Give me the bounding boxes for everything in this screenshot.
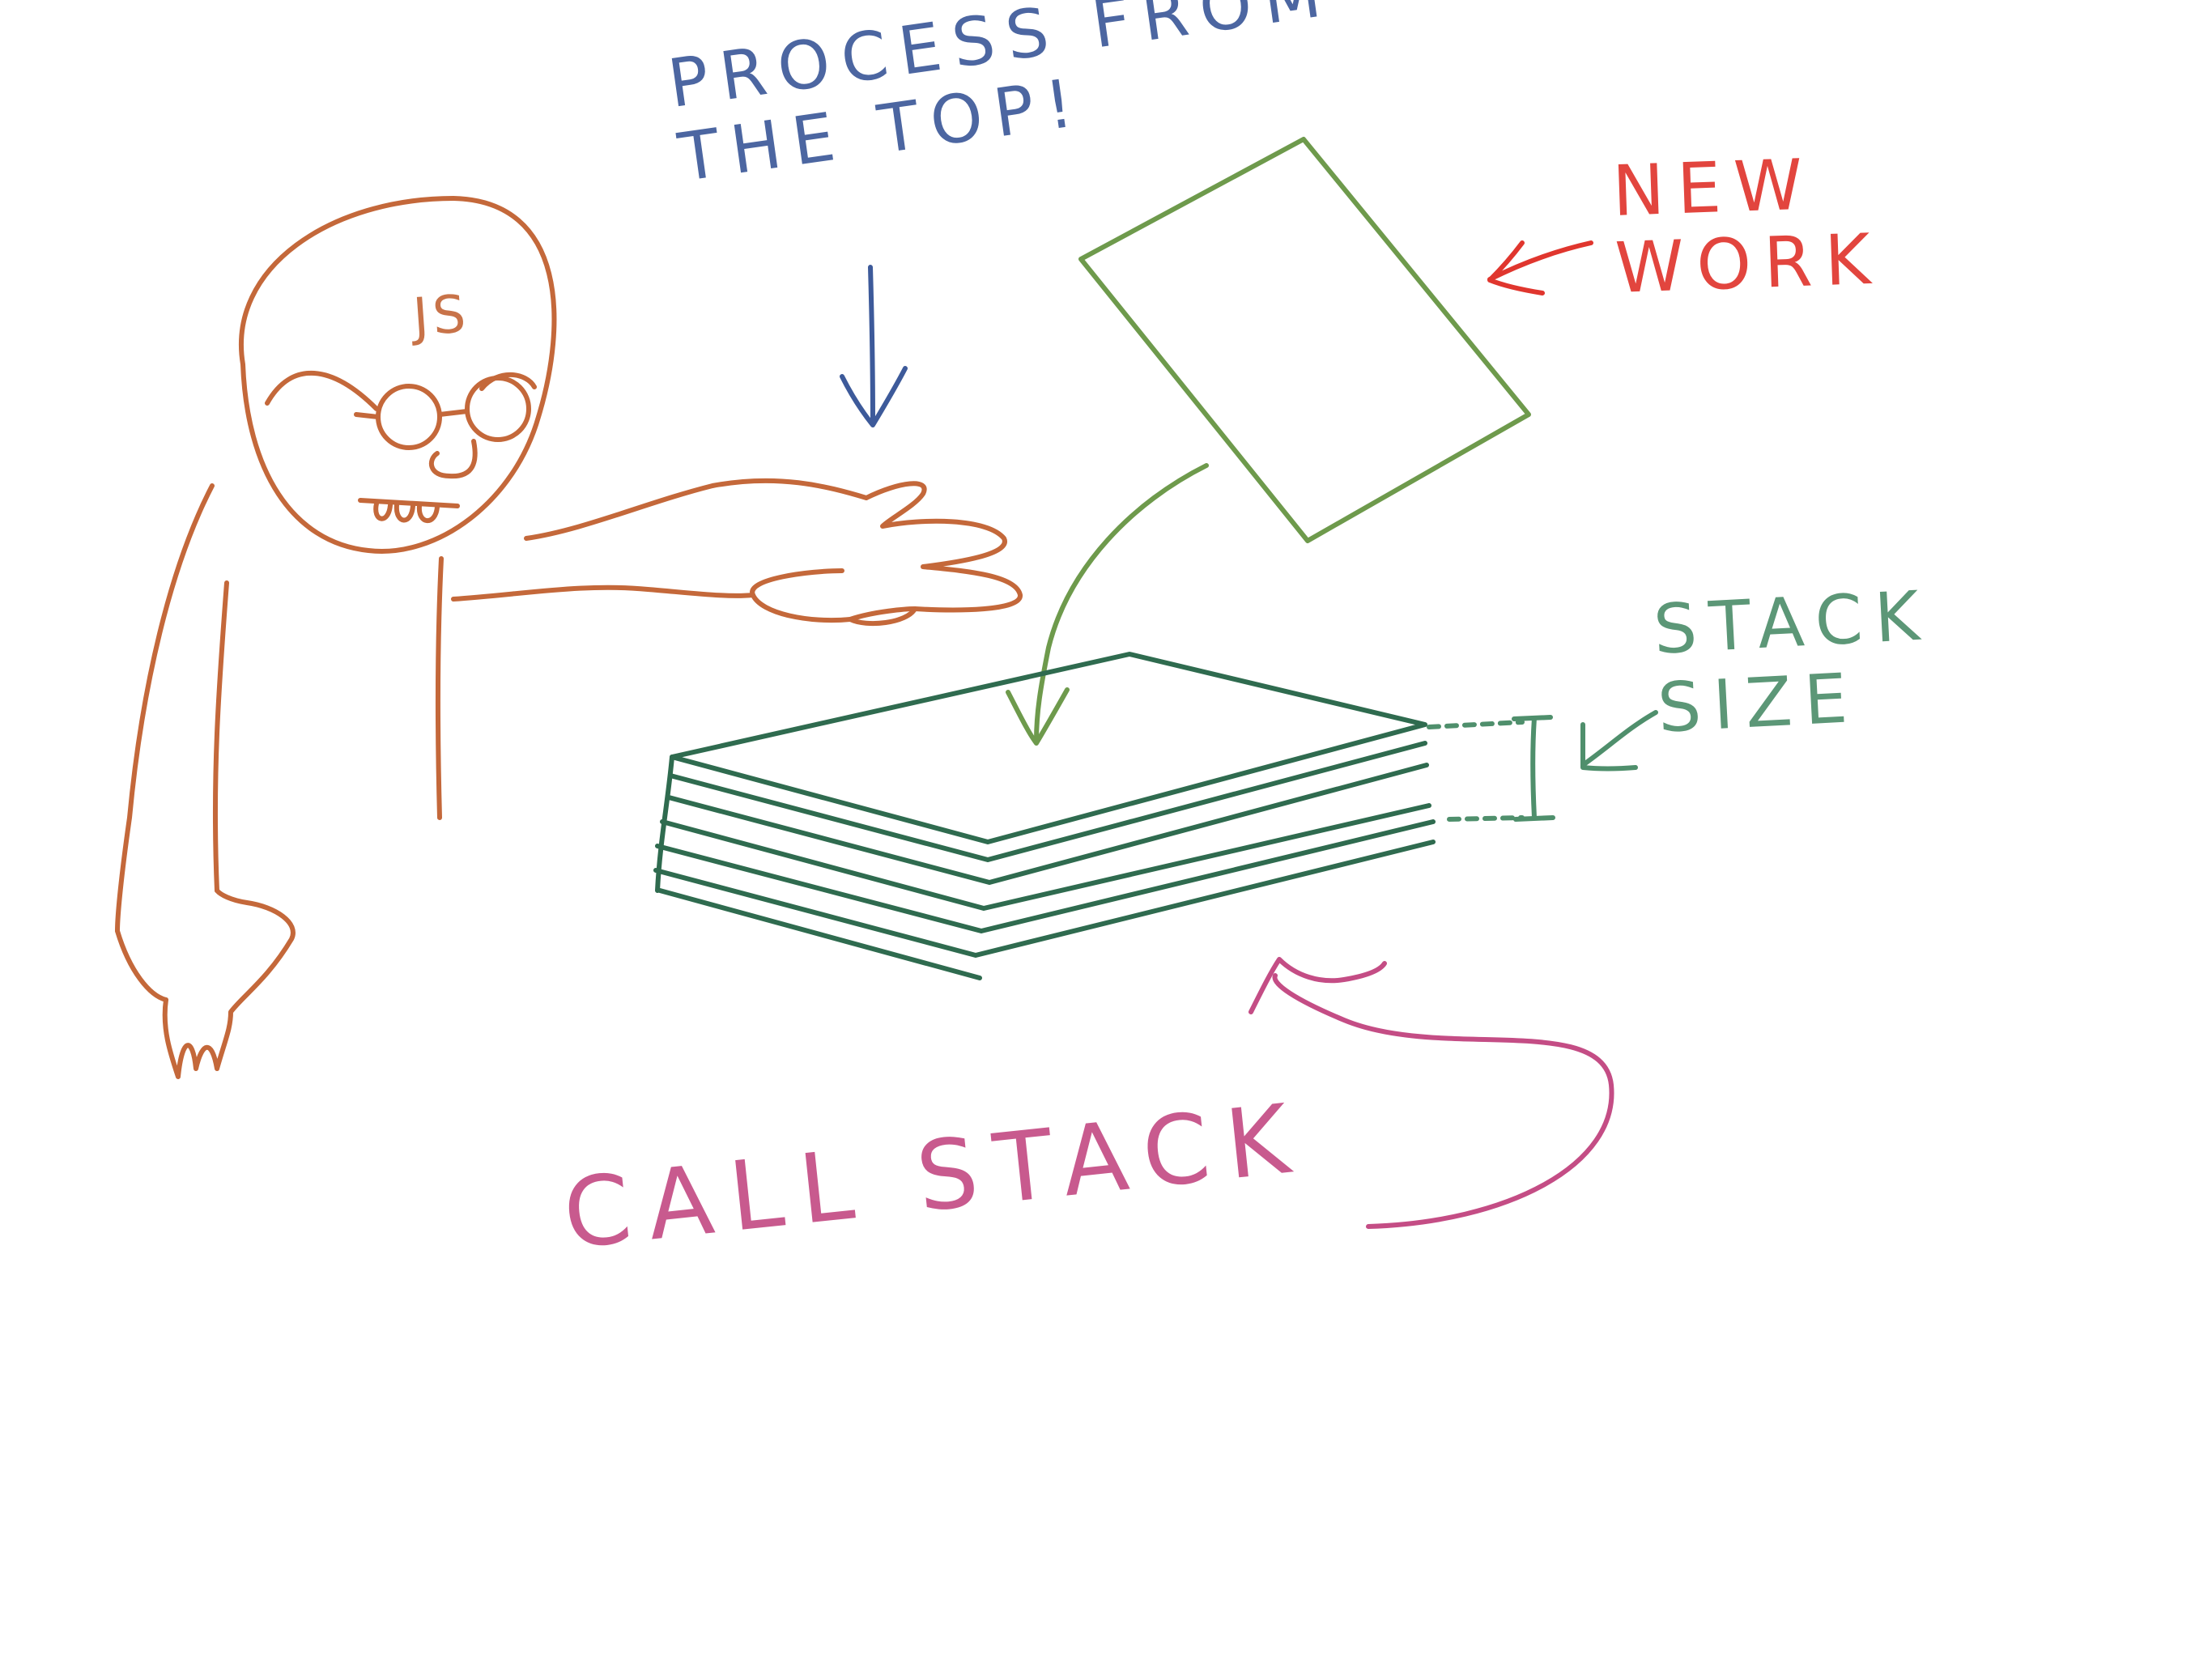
person-left-arm-inner (212, 580, 229, 893)
process-arrow-head (840, 366, 908, 427)
person-head (239, 196, 557, 554)
new-work-pointer-arrow (1487, 240, 1593, 295)
stack-size-pointer-head (1580, 722, 1638, 772)
call-stack-pile (653, 652, 1436, 980)
person-eyebrow-left (265, 371, 379, 411)
call-stack-pointer-shaft (1272, 973, 1614, 1229)
stack-size-bracket (1512, 715, 1555, 822)
person-left-arm-outer (115, 929, 168, 1002)
js-engine-person (115, 196, 1023, 1079)
person-front (435, 556, 444, 820)
stack-sheet-1 (668, 741, 1427, 862)
call-stack-pointer-head (1249, 957, 1387, 1014)
stack-sheet-3 (660, 803, 1431, 911)
call-stack-pointer-arrow (1249, 957, 1614, 1229)
process-arrow (840, 265, 908, 427)
stack-size-guide-top (1427, 720, 1525, 729)
person-glasses-arm (354, 412, 381, 419)
person-right-hand (750, 481, 1023, 627)
new-work-arrow-head (1006, 687, 1070, 746)
stack-top-sheet (670, 652, 1427, 844)
new-work-to-stack-arrow (1006, 463, 1209, 746)
person-right-arm-lower (451, 585, 755, 602)
new-work-arrow-shaft (1034, 463, 1209, 743)
person-left-hand (162, 888, 296, 1079)
new-work-label: NEW WORK (1610, 144, 1885, 309)
new-work-card (1078, 137, 1531, 543)
stack-size-indicator (1427, 710, 1658, 822)
person-eyebrow-right (479, 372, 537, 391)
stack-size-pointer-shaft (1580, 710, 1658, 767)
person-glasses-left-lens (376, 384, 442, 450)
person-back (115, 483, 215, 933)
stack-side-edge (655, 755, 674, 893)
person-right-arm-upper (524, 478, 869, 541)
new-work-card-outline (1078, 137, 1531, 543)
stack-sheet-4 (655, 819, 1436, 933)
stack-size-guide-bottom (1447, 815, 1525, 822)
stack-sheet-6 (657, 888, 982, 980)
stack-sheet-5 (653, 840, 1436, 958)
stack-size-label: STACK SIZE (1651, 576, 1934, 748)
stack-sheet-2 (666, 763, 1429, 885)
new-work-pointer-shaft (1487, 240, 1593, 282)
person-glasses-right-lens (465, 376, 531, 442)
person-glasses-bridge (437, 409, 470, 417)
new-work-pointer-head (1487, 240, 1545, 295)
person-nose (428, 439, 478, 479)
person-teeth (373, 501, 440, 524)
js-forehead-label: JS (410, 284, 472, 348)
person-right-hand-finger (848, 606, 917, 622)
process-arrow-shaft (868, 265, 875, 423)
